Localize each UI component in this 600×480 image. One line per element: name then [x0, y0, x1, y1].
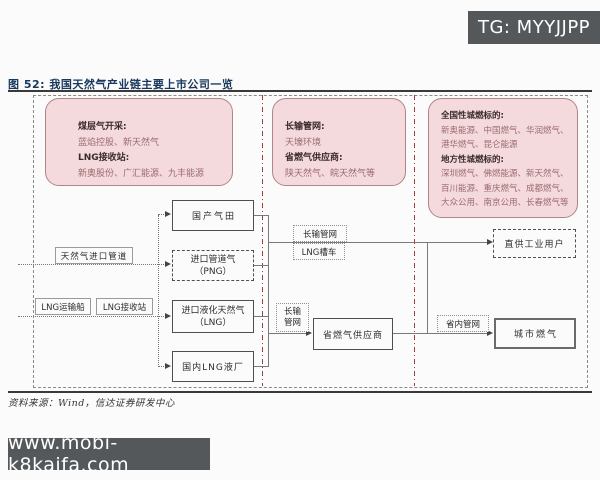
panel-downstream-companies: 全国性城燃标的: 新奥能源、中国燃气、华润燃气、 港华燃气、昆仑能源 地方性城燃…	[428, 98, 578, 218]
panel-companies: 新奥能源、中国燃气、华润燃气、	[441, 125, 569, 136]
connector-branch-junction	[427, 242, 428, 333]
connector-collector-vertical	[268, 215, 269, 367]
flow-arrow-icon	[165, 313, 171, 319]
panel-companies: 陕天然气、皖天然气等	[285, 168, 376, 179]
flow-arrow-icon	[165, 261, 171, 267]
figure-title: 图 52: 我国天然气产业链主要上市公司一览	[8, 78, 234, 91]
connector-trunk-branch	[268, 242, 490, 243]
flow-arrow-icon	[165, 363, 171, 369]
flow-arrow-icon	[165, 211, 171, 217]
section-divider-upstream-midstream	[262, 95, 263, 386]
connector-feeder-vertical	[158, 215, 159, 367]
figure-source: 资料来源：Wind，信达证券研发中心	[8, 398, 175, 409]
panel-companies: 深圳燃气、佛燃能源、新天然气、	[441, 169, 569, 179]
diagram-border	[33, 95, 588, 388]
node-trunk-pipeline: 长输管网	[293, 225, 347, 242]
panel-midstream-companies: 长输管网: 天壕环境 省燃气供应商: 陕天然气、皖天然气等	[272, 98, 406, 186]
panel-heading: 全国性城燃标的:	[441, 111, 504, 121]
flow-arrow-icon	[487, 330, 493, 336]
panel-companies: 港华燃气、昆仑能源	[441, 140, 518, 150]
panel-heading: 长输管网:	[285, 122, 325, 132]
connector	[254, 366, 268, 367]
connector-stub-top	[158, 214, 168, 215]
node-lng-ship: LNG运输船	[35, 298, 91, 315]
connector-import-pipeline	[18, 264, 168, 265]
panel-companies: 新奥股份、广汇能源、九丰能源	[78, 168, 205, 179]
panel-companies: 大众公用、南京公用、长春燃气等	[441, 198, 569, 208]
node-lng-terminal: LNG接收站	[96, 298, 153, 315]
connector	[254, 316, 268, 317]
node-import-pipeline: 天然气进口管道	[55, 247, 133, 264]
node-lng-tanker: LNG槽车	[293, 243, 345, 260]
node-domestic-gas-field: 国产气田	[172, 200, 254, 231]
node-trunk-pipeline-small: 长输 管网	[276, 303, 309, 332]
node-imported-lng: 进口液化天然气 （LNG）	[172, 300, 254, 333]
node-provincial-gas-supplier: 省燃气供应商	[313, 318, 393, 350]
panel-heading: 地方性城燃标的:	[441, 154, 504, 165]
panel-heading: 煤层气开采:	[78, 122, 127, 132]
flow-arrow-icon	[487, 239, 493, 245]
connector	[393, 333, 490, 334]
title-rule	[8, 90, 592, 92]
site-watermark: www.mobi-k8kaifa.com	[8, 432, 210, 476]
panel-heading: LNG接收站:	[78, 153, 130, 163]
connector	[254, 215, 268, 216]
connector	[254, 265, 268, 266]
panel-upstream-companies: 煤层气开采: 蓝焰控股、新天然气 LNG接收站: 新奥股份、广汇能源、九丰能源	[45, 98, 233, 186]
flow-arrow-icon	[306, 330, 312, 336]
panel-companies: 蓝焰控股、新天然气	[78, 137, 160, 148]
panel-companies: 百川能源、重庆燃气、成都燃气、	[441, 183, 569, 194]
node-city-gas: 城市燃气	[494, 318, 576, 349]
node-provincial-pipeline: 省内管网	[437, 315, 489, 332]
section-divider-midstream-downstream	[414, 95, 415, 386]
connector-stub-bottom	[158, 366, 168, 367]
telegram-watermark: TG: MYYJJPP	[468, 11, 600, 44]
connector-lng-terminal	[18, 316, 168, 317]
panel-heading: 省燃气供应商:	[285, 153, 343, 163]
source-rule	[8, 391, 592, 393]
connector	[268, 333, 310, 334]
node-imported-png: 进口管道气 （PNG）	[172, 250, 254, 281]
node-direct-industrial-users: 直供工业用户	[493, 229, 576, 258]
panel-companies: 天壕环境	[285, 137, 322, 148]
node-domestic-lng-plant: 国内LNG液厂	[172, 351, 254, 382]
